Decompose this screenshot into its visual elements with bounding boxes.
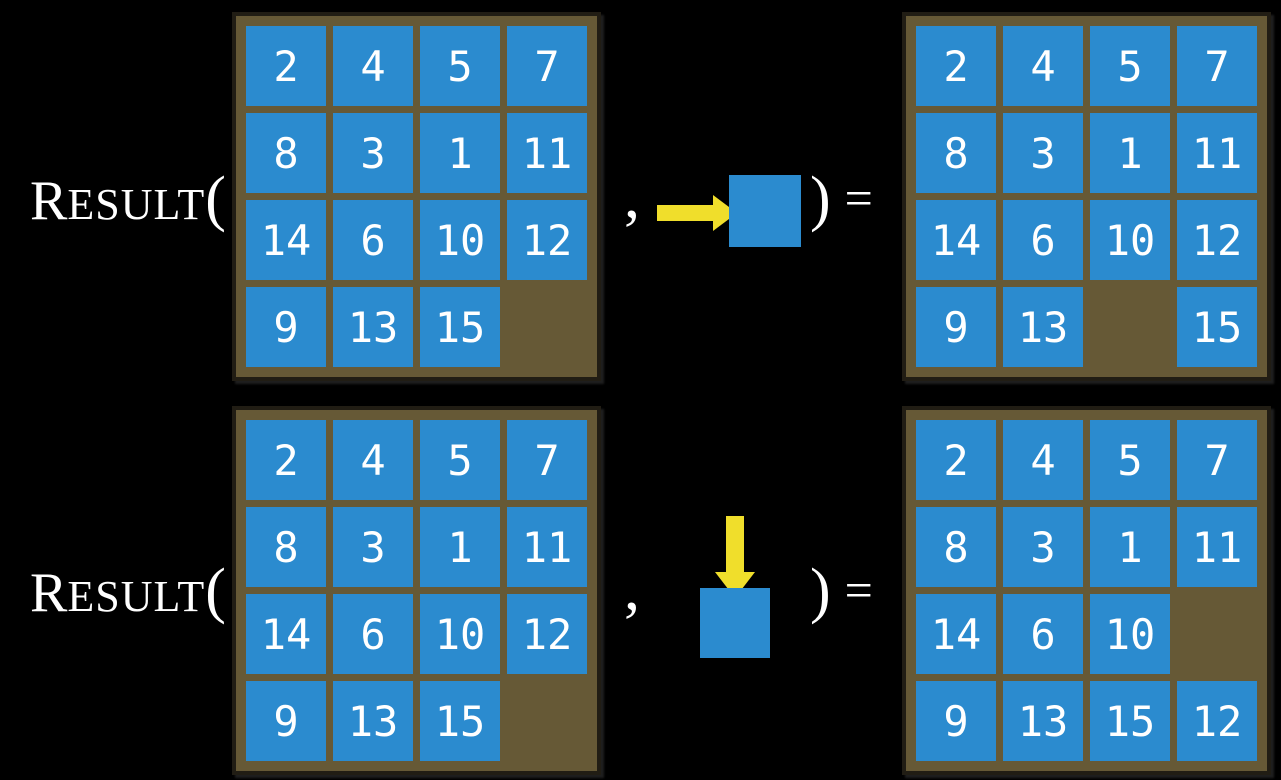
function-label: RESULT( [30,168,226,230]
puzzle-tile-10: 10 [1090,200,1170,280]
puzzle-tile-12: 12 [507,594,587,674]
arrow-shaft [657,205,715,221]
puzzle-tile-10: 10 [420,200,500,280]
puzzle-tile-13: 13 [333,287,413,367]
puzzle-tile-3: 3 [1003,113,1083,193]
puzzle-tile-2: 2 [246,420,326,500]
puzzle-tile-8: 8 [246,113,326,193]
puzzle-tile-14: 14 [246,594,326,674]
puzzle-tile-1: 1 [1090,113,1170,193]
puzzle-tile-7: 7 [1177,26,1257,106]
puzzle-tile-7: 7 [1177,420,1257,500]
puzzle-tile-3: 3 [333,507,413,587]
puzzle-tile-9: 9 [246,287,326,367]
puzzle-tile-13: 13 [1003,287,1083,367]
puzzle-tile-14: 14 [916,200,996,280]
close-paren: ) [810,557,831,625]
blank-tile-square [729,175,801,247]
open-paren: ( [205,165,226,233]
puzzle-tile-13: 13 [1003,681,1083,761]
puzzle-tile-14: 14 [246,200,326,280]
puzzle-tile-10: 10 [420,594,500,674]
puzzle-tile-4: 4 [333,26,413,106]
comma: , [624,160,640,231]
puzzle-tile-9: 9 [916,287,996,367]
arrow-right-icon [657,195,737,231]
puzzle-tile-3: 3 [1003,507,1083,587]
equals-sign: = [844,170,873,226]
puzzle-tile-12: 12 [507,200,587,280]
puzzle-tile-5: 5 [420,26,500,106]
close-paren-equals: )= [810,168,873,230]
puzzle-tile-15: 15 [420,681,500,761]
puzzle-tile-5: 5 [1090,420,1170,500]
puzzle-tile-2: 2 [916,26,996,106]
function-label: RESULT( [30,560,226,622]
close-paren: ) [810,165,831,233]
puzzle-tile-8: 8 [916,113,996,193]
puzzle-tile-3: 3 [333,113,413,193]
puzzle-tile-10: 10 [1090,594,1170,674]
comma: , [624,552,640,623]
function-name-initial: R [30,562,68,624]
puzzle-tile-12: 12 [1177,200,1257,280]
puzzle-tile-15: 15 [1090,681,1170,761]
puzzle-tile-6: 6 [333,200,413,280]
puzzle-tile-1: 1 [1090,507,1170,587]
function-name-rest: ESULT [67,572,206,621]
empty-cell [1177,594,1257,674]
puzzle-tile-9: 9 [916,681,996,761]
puzzle-tile-6: 6 [333,594,413,674]
empty-cell [507,287,587,367]
puzzle-tile-9: 9 [246,681,326,761]
puzzle-tile-13: 13 [333,681,413,761]
function-name-initial: R [30,170,68,232]
puzzle-tile-14: 14 [916,594,996,674]
puzzle-tile-15: 15 [420,287,500,367]
equals-sign: = [844,562,873,618]
puzzle-tile-15: 15 [1177,287,1257,367]
puzzle-tile-5: 5 [420,420,500,500]
puzzle-tile-6: 6 [1003,200,1083,280]
empty-cell [1090,287,1170,367]
puzzle-tile-1: 1 [420,113,500,193]
puzzle-tile-8: 8 [916,507,996,587]
puzzle-tile-11: 11 [507,113,587,193]
close-paren-equals: )= [810,560,873,622]
puzzle-tile-4: 4 [1003,420,1083,500]
puzzle-tile-5: 5 [1090,26,1170,106]
puzzle-tile-1: 1 [420,507,500,587]
open-paren: ( [205,557,226,625]
puzzle-tile-11: 11 [1177,113,1257,193]
puzzle-tile-2: 2 [916,420,996,500]
arrow-shaft [726,516,744,574]
puzzle-tile-4: 4 [333,420,413,500]
puzzle-tile-2: 2 [246,26,326,106]
blank-tile-square [700,588,770,658]
puzzle-tile-11: 11 [1177,507,1257,587]
puzzle-tile-11: 11 [507,507,587,587]
puzzle-tile-8: 8 [246,507,326,587]
puzzle-tile-6: 6 [1003,594,1083,674]
puzzle-tile-4: 4 [1003,26,1083,106]
empty-cell [507,681,587,761]
puzzle-tile-7: 7 [507,420,587,500]
puzzle-tile-12: 12 [1177,681,1257,761]
puzzle-tile-7: 7 [507,26,587,106]
function-name-rest: ESULT [67,180,206,229]
